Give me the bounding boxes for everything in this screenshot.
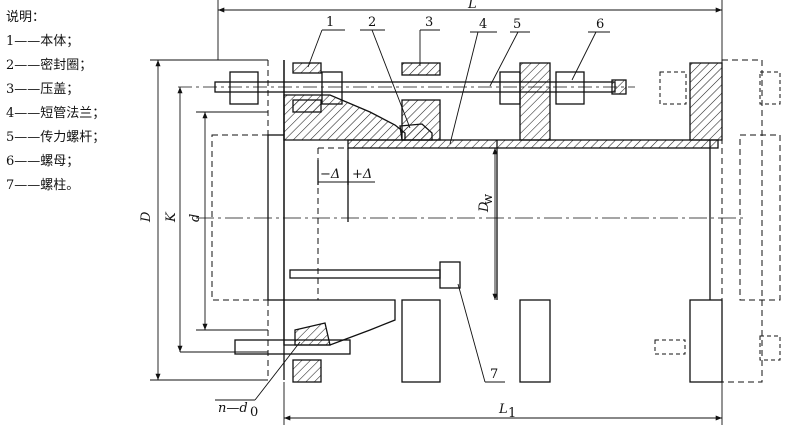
mid-flange-upper — [519, 62, 551, 141]
right-flange-dashed — [721, 59, 763, 383]
dim-D-label: D — [139, 211, 154, 223]
legend-item-5: 5——传力螺杆； — [6, 130, 106, 145]
nut-upper-left — [229, 71, 259, 105]
n-d0-sub: 0 — [250, 405, 258, 420]
dim-K-label: K — [164, 211, 179, 223]
part-number-5: 5 — [513, 17, 521, 32]
mid-flange-lower — [519, 299, 551, 383]
leader-2 — [371, 29, 411, 129]
dim-L1-sub: 1 — [508, 406, 516, 421]
right-flange-upper — [689, 62, 723, 141]
part-number-6: 6 — [596, 17, 604, 32]
legend-title: 说明： — [6, 10, 46, 25]
part-number-4: 4 — [479, 17, 487, 32]
part-number-3: 3 — [425, 15, 433, 30]
leader-5 — [489, 31, 519, 87]
dim-Dw-label: D — [477, 201, 492, 213]
dim-L1-label: L — [498, 402, 508, 417]
nut-upper-right — [555, 71, 585, 105]
legend-item-4: 4——短管法兰； — [6, 106, 106, 121]
gland-upper — [401, 99, 441, 141]
nut-upper-mid — [499, 71, 521, 105]
left-flange — [267, 134, 285, 301]
body-lower — [283, 299, 396, 346]
legend: 说明： 1——本体； 2——密封圈； 3——压盖； 4——短管法兰； 5——传力… — [6, 6, 156, 198]
minus-delta-label: −Δ — [320, 167, 340, 182]
leader-n-d0 — [254, 341, 301, 401]
tension-rod-lower — [234, 339, 351, 355]
right-flange-lower — [689, 299, 723, 383]
leader-7 — [457, 283, 486, 383]
dim-Dw-sub: w — [481, 194, 496, 205]
plus-delta-label: +Δ — [352, 167, 372, 182]
legend-item-3: 3——压盖； — [6, 82, 80, 97]
legend-item-6: 6——螺母； — [6, 154, 80, 169]
stud-bolt — [439, 261, 461, 289]
legend-item-1: 1——本体； — [6, 34, 80, 49]
left-flange-outer — [211, 134, 269, 301]
gland-lower — [401, 299, 441, 383]
legend-item-7: 7——螺柱。 — [6, 178, 80, 193]
part-number-1: 1 — [326, 15, 334, 30]
dim-d-label: d — [188, 214, 203, 222]
n-d0-label: n—d — [218, 401, 248, 416]
leader-1 — [307, 29, 323, 68]
leader-4 — [449, 31, 479, 145]
part-number-7: 7 — [490, 367, 498, 382]
gland-upper-top — [401, 62, 441, 76]
short-pipe-wall — [347, 139, 719, 149]
part-number-2: 2 — [368, 15, 376, 30]
dim-L-label: L — [467, 0, 477, 12]
leader-6 — [571, 31, 597, 81]
legend-item-2: 2——密封圈； — [6, 58, 93, 73]
